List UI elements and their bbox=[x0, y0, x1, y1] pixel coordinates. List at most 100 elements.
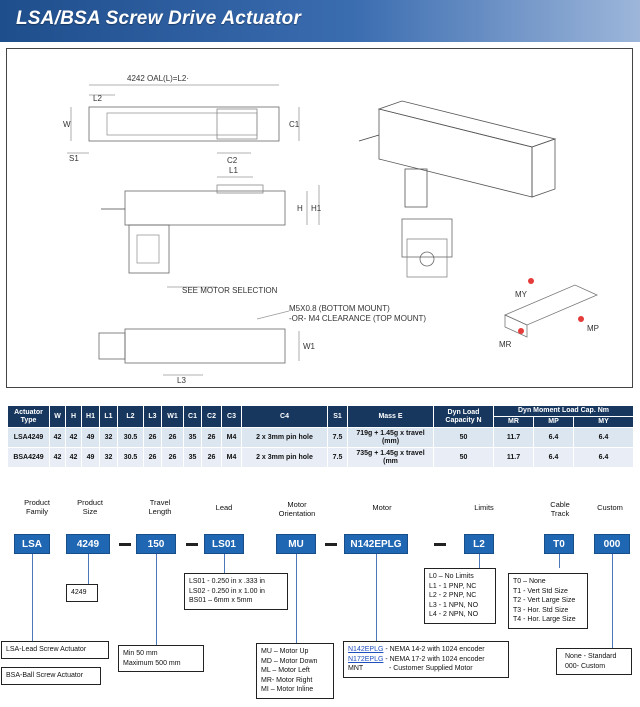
table-row: BSA4249 42 42 49 32 30.5 26 26 35 26 M4 … bbox=[7, 447, 635, 468]
moment-arrow-mp-icon bbox=[578, 316, 584, 322]
col-actuator-type: Actuator Type bbox=[7, 405, 50, 428]
motor-selection-label: SEE MOTOR SELECTION bbox=[182, 286, 278, 295]
col-my: MY bbox=[572, 416, 635, 428]
header-motor: Motor bbox=[372, 503, 392, 512]
family-option-bsa: BSA-Ball Screw Actuator bbox=[1, 667, 101, 685]
dim-l1: L1 bbox=[229, 166, 238, 175]
end-view-body bbox=[401, 218, 453, 258]
top-view-slider bbox=[216, 108, 258, 140]
moment-label-my: MY bbox=[515, 290, 528, 299]
connector-line bbox=[224, 554, 225, 574]
iso-front-face bbox=[378, 108, 533, 198]
connector-line bbox=[479, 554, 480, 568]
header-lead: Lead bbox=[215, 503, 233, 512]
bottom-view-body bbox=[124, 328, 286, 364]
family-code-box: LSA bbox=[14, 534, 50, 554]
title-banner: LSA/BSA Screw Drive Actuator bbox=[0, 0, 640, 42]
page-title: LSA/BSA Screw Drive Actuator bbox=[16, 8, 302, 29]
col-w1: W1 bbox=[161, 405, 184, 428]
moment-label-mr: MR bbox=[499, 340, 512, 349]
connector-line bbox=[296, 554, 297, 644]
travel-code-box: 150 bbox=[136, 534, 176, 554]
moment-label-mp: MP bbox=[587, 324, 599, 333]
side-view-motor bbox=[128, 224, 170, 274]
motor-link-n172eplg[interactable]: N172EPLG bbox=[348, 655, 384, 663]
header-product-family: Product Family bbox=[24, 498, 50, 516]
motor-code-box: N142EPLG bbox=[344, 534, 408, 554]
col-c1: C1 bbox=[183, 405, 202, 428]
col-l1: L1 bbox=[99, 405, 118, 428]
drawing-panel: 4242 OAL(L)=L2· L2 W C1 S1 C2 L1 H H1 SE… bbox=[6, 48, 633, 388]
limit-options-box: L0 – No Limits L1 - 1 PNP, NC L2 - 2 PNP… bbox=[424, 568, 496, 624]
connector-line bbox=[612, 554, 613, 648]
lead-code-box: LS01 bbox=[204, 534, 244, 554]
iso-top-face bbox=[377, 100, 557, 148]
col-c4: C4 bbox=[241, 405, 328, 428]
col-h: H bbox=[65, 405, 82, 428]
custom-code-box: 000 bbox=[594, 534, 630, 554]
separator-dash bbox=[325, 543, 337, 546]
cable-options-box: T0 – None T1 - Vert Std Size T2 - Vert L… bbox=[508, 573, 588, 629]
motor-link-n142eplg[interactable]: N142EPLG bbox=[348, 646, 384, 653]
header-limits: Limits bbox=[474, 503, 494, 512]
dim-s1: S1 bbox=[69, 154, 79, 163]
orientation-code-box: MU bbox=[276, 534, 316, 554]
size-options-box: 4249 bbox=[66, 584, 98, 602]
spec-header-row: Actuator Type W H H1 L1 L2 L3 W1 C1 C2 C… bbox=[7, 405, 635, 428]
header-product-size: Product Size bbox=[77, 498, 103, 516]
separator-dash bbox=[119, 543, 131, 546]
spec-subheader-row: MR MP MY bbox=[8, 416, 635, 428]
dim-l2: L2 bbox=[93, 94, 102, 103]
top-view-body bbox=[88, 106, 280, 142]
col-l3: L3 bbox=[143, 405, 162, 428]
connector-line bbox=[559, 554, 560, 568]
mount-note-2: -OR- M4 CLEARANCE (TOP MOUNT) bbox=[289, 314, 426, 323]
table-row: LSA4249 42 42 49 32 30.5 26 26 35 26 M4 … bbox=[7, 427, 635, 448]
dim-c2: C2 bbox=[227, 156, 238, 165]
custom-options-box: None - Standard 000- Custom bbox=[556, 648, 632, 675]
moment-arrow-my-icon bbox=[528, 278, 534, 284]
cable-code-box: T0 bbox=[544, 534, 574, 554]
col-mp: MP bbox=[533, 416, 574, 428]
spec-table: Actuator Type W H H1 L1 L2 L3 W1 C1 C2 C… bbox=[7, 405, 635, 468]
limits-code-box: L2 bbox=[464, 534, 494, 554]
travel-options-box: Min 50 mm Maximum 500 mm bbox=[118, 645, 204, 672]
mount-note-1: M5X0.8 (BOTTOM MOUNT) bbox=[289, 304, 390, 313]
side-view-body bbox=[124, 190, 286, 226]
col-w: W bbox=[49, 405, 66, 428]
connector-line bbox=[32, 554, 33, 647]
dim-w: W bbox=[63, 120, 71, 129]
header-travel-length: Travel Length bbox=[148, 498, 172, 516]
connector-line bbox=[156, 554, 157, 646]
col-mass: Mass E bbox=[347, 405, 434, 428]
oal-label: 4242 OAL(L)=L2· bbox=[127, 74, 189, 83]
col-h1: H1 bbox=[81, 405, 100, 428]
col-s1: S1 bbox=[327, 405, 348, 428]
dim-h1: H1 bbox=[311, 204, 322, 213]
connector-line bbox=[88, 554, 89, 584]
dimension-drawing: 4242 OAL(L)=L2· L2 W C1 S1 C2 L1 H H1 SE… bbox=[63, 74, 599, 385]
dim-c1: C1 bbox=[289, 120, 300, 129]
col-c2: C2 bbox=[201, 405, 222, 428]
dim-h: H bbox=[297, 204, 303, 213]
family-option-lsa: LSA-Lead Screw Actuator bbox=[1, 641, 109, 659]
bottom-view-motor bbox=[98, 332, 126, 360]
orientation-options-box: MU – Motor Up MD – Motor Down ML – Motor… bbox=[256, 643, 334, 699]
col-moment-group: Dyn Moment Load Cap. Nm bbox=[492, 405, 635, 417]
header-custom: Custom bbox=[597, 503, 623, 512]
header-motor-orientation: Motor Orientation bbox=[278, 500, 316, 518]
size-code-box: 4249 bbox=[66, 534, 110, 554]
connector-line bbox=[376, 554, 377, 642]
separator-dash bbox=[186, 543, 198, 546]
col-l2: L2 bbox=[117, 405, 144, 428]
iso-motor bbox=[404, 168, 428, 208]
moment-arrow-mr-icon bbox=[518, 328, 524, 334]
header-cable-track: Cable Track bbox=[550, 500, 570, 518]
col-dyn-load: Dyn Load Capacity N bbox=[433, 405, 494, 428]
top-view-carriage bbox=[106, 112, 258, 136]
dim-l3: L3 bbox=[177, 376, 186, 385]
end-view-shaft bbox=[419, 251, 435, 267]
col-c3: C3 bbox=[221, 405, 242, 428]
motor-options-box: N142EPLG - NEMA 14-2 with 1024 encoder N… bbox=[343, 641, 509, 678]
lead-options-box: LS01 - 0.250 in x .333 in LS02 - 0.250 i… bbox=[184, 573, 288, 610]
